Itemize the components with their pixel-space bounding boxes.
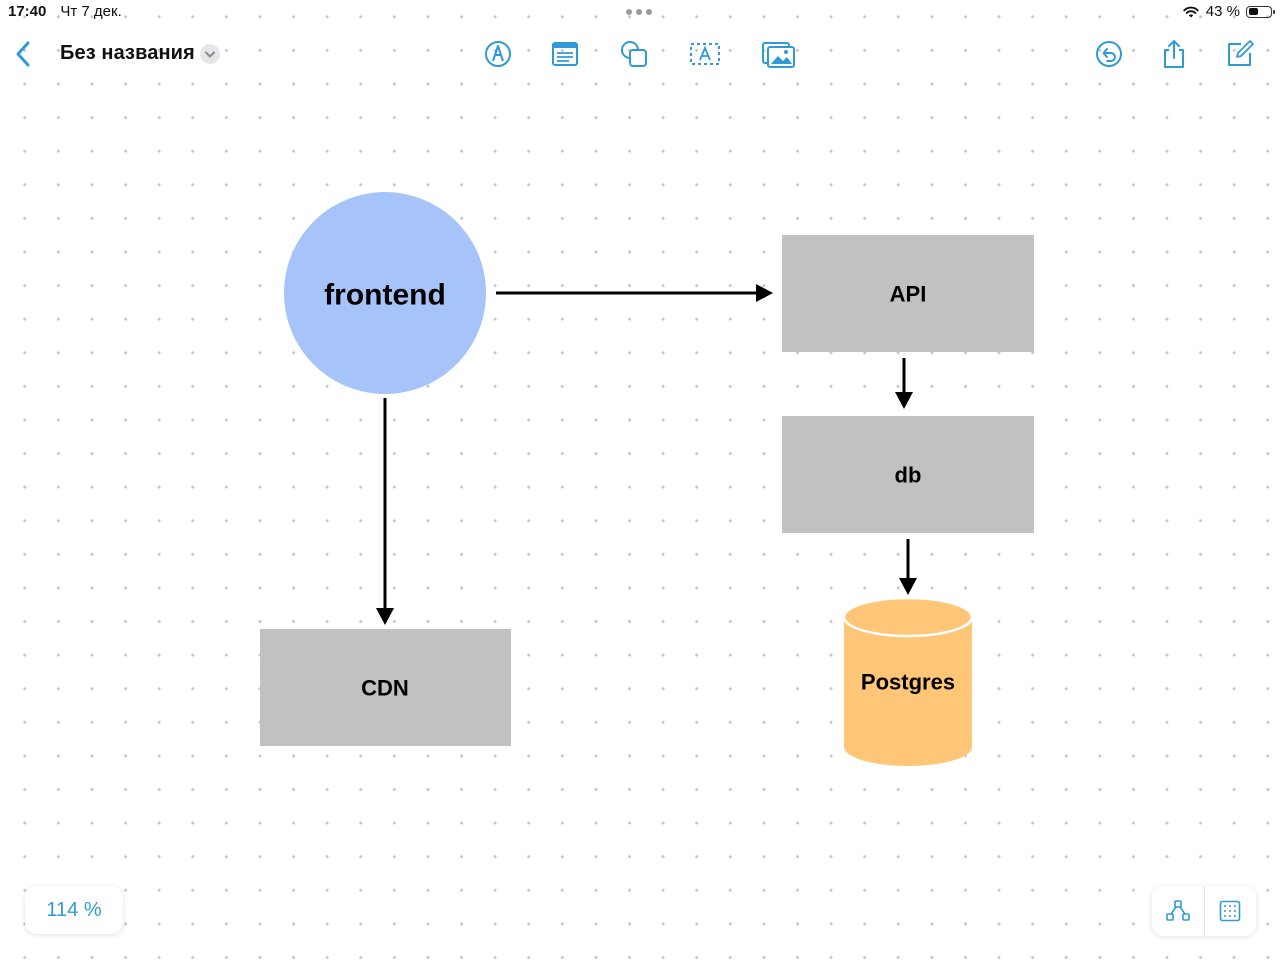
compose-icon — [1228, 40, 1254, 66]
db-label: db — [895, 463, 922, 488]
shapes-icon — [621, 41, 647, 67]
document-title[interactable]: Без названия — [60, 42, 195, 64]
cdn-label: CDN — [361, 676, 409, 701]
share-button[interactable] — [1158, 38, 1190, 70]
status-date: Чт 7 дек. — [60, 3, 122, 20]
back-button[interactable] — [12, 38, 36, 70]
sticky-note-button[interactable] — [549, 38, 581, 70]
connector-db-postgres[interactable] — [899, 539, 917, 595]
connector-api-db[interactable] — [895, 358, 913, 409]
battery-percent: 43 % — [1205, 3, 1240, 20]
status-time: 17:40 — [8, 3, 47, 20]
frontend-label: frontend — [324, 279, 446, 312]
grid-icon — [1219, 900, 1241, 922]
connector-mode-button[interactable] — [1152, 886, 1204, 936]
postgres-cylinder-top — [842, 596, 974, 638]
connector-frontend-api[interactable] — [496, 284, 773, 302]
postgres-cylinder-body — [844, 617, 972, 766]
share-icon — [1164, 40, 1184, 68]
shapes-button[interactable] — [618, 38, 650, 70]
postgres-node[interactable]: Postgres — [842, 596, 974, 766]
chevron-down-icon — [205, 51, 215, 58]
wifi-icon — [1183, 6, 1199, 17]
postgres-label: Postgres — [861, 670, 955, 695]
cdn-node[interactable]: CDN — [260, 629, 511, 746]
text-box-icon — [690, 43, 720, 65]
bottom-right-controls — [1152, 886, 1256, 936]
battery-icon — [1246, 5, 1275, 18]
media-icon — [762, 42, 795, 68]
db-box — [782, 416, 1034, 533]
zoom-level-button[interactable]: 114 % — [25, 886, 123, 934]
status-bar-right: 43 % — [1182, 3, 1275, 20]
chevron-left-icon — [16, 41, 30, 67]
connector-frontend-cdn[interactable] — [376, 398, 394, 625]
pen-icon — [485, 41, 511, 67]
grid-toggle-button[interactable] — [1205, 886, 1257, 936]
zoom-level-label: 114 % — [46, 898, 102, 921]
api-node[interactable]: API — [782, 235, 1034, 352]
cdn-box — [260, 629, 511, 746]
multitasking-dots-icon[interactable] — [626, 9, 652, 15]
api-box — [782, 235, 1034, 352]
status-bar-left: 17:40 Чт 7 дек. — [8, 3, 122, 20]
api-label: API — [890, 282, 927, 307]
pen-tool-button[interactable] — [482, 38, 514, 70]
undo-icon — [1096, 41, 1122, 67]
frontend-circle — [284, 192, 486, 394]
insert-media-button[interactable] — [762, 38, 795, 70]
connector-nodes-icon — [1165, 900, 1190, 921]
note-icon — [552, 42, 578, 66]
text-box-button[interactable] — [689, 38, 721, 70]
db-node[interactable]: db — [782, 416, 1034, 533]
new-board-button[interactable] — [1224, 38, 1256, 70]
frontend-node[interactable]: frontend — [284, 192, 486, 394]
undo-button[interactable] — [1093, 38, 1125, 70]
title-menu-button[interactable] — [200, 44, 220, 64]
